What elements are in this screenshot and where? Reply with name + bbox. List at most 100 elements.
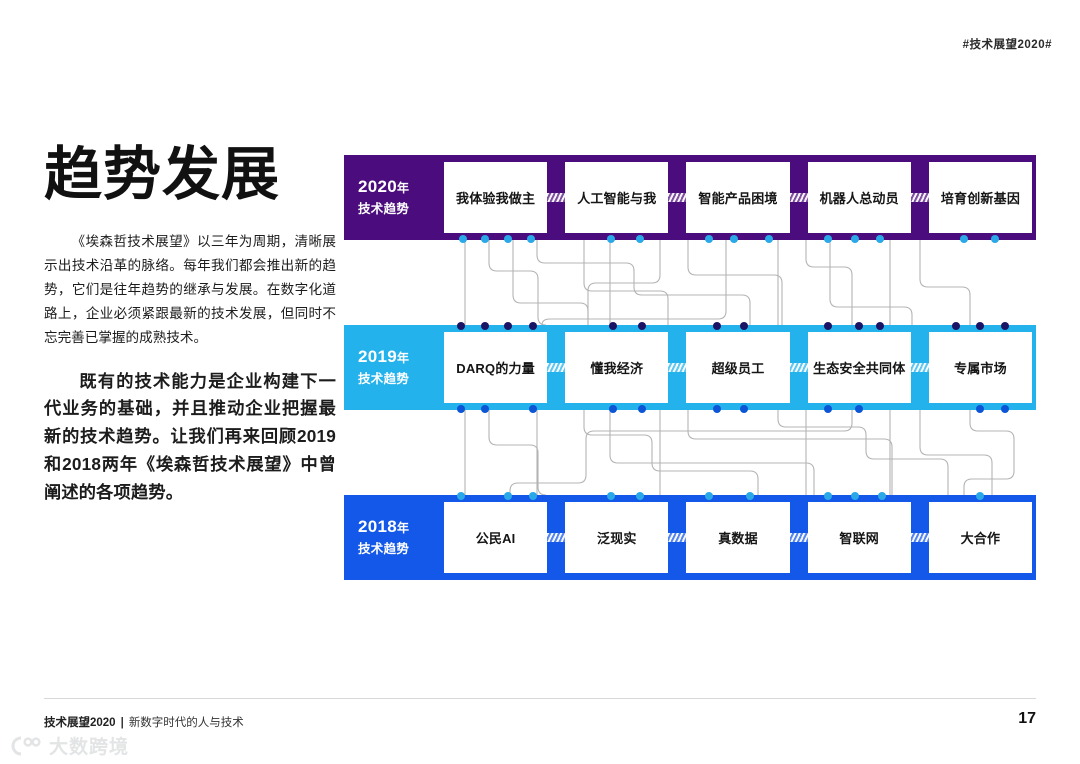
- trend-box[interactable]: 人工智能与我: [565, 162, 669, 233]
- trend-boxes-2018: 公民AI 泛现实 真数据: [444, 492, 1036, 580]
- connector-dot: [606, 235, 615, 243]
- trend-box[interactable]: DARQ的力量: [444, 332, 548, 403]
- box-link-hatch: [547, 533, 566, 542]
- connector-dot: [764, 235, 773, 243]
- trend-box[interactable]: 生态安全共同体: [807, 332, 911, 403]
- trend-cell: 智联网: [807, 492, 911, 580]
- box-link-hatch: [910, 363, 929, 372]
- trend-box[interactable]: 机器人总动员: [807, 162, 911, 233]
- row-year-2020-value: 2020: [358, 176, 398, 196]
- connector-dot: [481, 322, 490, 330]
- connector-dot: [713, 322, 722, 330]
- box-link-hatch: [547, 363, 566, 372]
- box-link-hatch: [668, 363, 687, 372]
- connector-dot: [456, 322, 465, 330]
- connector-dot: [637, 405, 646, 413]
- connector-dot: [705, 235, 714, 243]
- trend-cell: 生态安全共同体: [807, 322, 911, 413]
- page-number: 17: [1018, 710, 1036, 727]
- trend-box[interactable]: 培育创新基因: [928, 162, 1033, 233]
- row-year-2018: 2018年: [358, 517, 444, 537]
- trend-cell: 我体验我做主: [444, 155, 548, 243]
- trend-cell: 懂我经济: [565, 322, 669, 413]
- connector-dot: [526, 235, 535, 243]
- trend-timeline-diagram: 2020年 技术趋势 我体验我做主 人工智能与我: [344, 155, 1036, 580]
- row-subtitle-2020: 技术趋势: [358, 202, 410, 217]
- connector-dot: [976, 492, 985, 500]
- trend-box[interactable]: 公民AI: [444, 502, 548, 573]
- trend-box[interactable]: 大合作: [928, 502, 1033, 573]
- row-year-2018-suffix: 年: [397, 520, 410, 535]
- trend-cell: 真数据: [686, 492, 790, 580]
- connector-dot: [1001, 405, 1010, 413]
- row-year-2019: 2019年: [358, 347, 444, 367]
- connector-dot: [740, 322, 749, 330]
- connector-dot: [705, 492, 714, 500]
- page-title: 趋势发展: [44, 142, 281, 207]
- connector-dot: [875, 322, 884, 330]
- connector-dot: [456, 405, 465, 413]
- footer-subtitle: 新数字时代的人与技术: [128, 717, 244, 729]
- connector-dot: [713, 405, 722, 413]
- connector-dot: [851, 235, 860, 243]
- connector-dot: [458, 235, 467, 243]
- trend-box[interactable]: 泛现实: [565, 502, 669, 573]
- trend-row-2019: 2019年 技术趋势 DARQ的力量 懂我经济: [344, 322, 1036, 413]
- trend-row-2020: 2020年 技术趋势 我体验我做主 人工智能与我: [344, 155, 1036, 243]
- connector-dot: [990, 235, 999, 243]
- trend-box[interactable]: 懂我经济: [565, 332, 669, 403]
- brand-logo-icon: [8, 735, 42, 757]
- connector-dot: [851, 492, 860, 500]
- trend-box[interactable]: 专属市场: [928, 332, 1033, 403]
- trend-box[interactable]: 智联网: [807, 502, 911, 573]
- box-link-hatch: [789, 363, 808, 372]
- connector-dot: [503, 235, 512, 243]
- trend-boxes-2020: 我体验我做主 人工智能与我 智能产品困境: [444, 155, 1036, 243]
- footer-caption: 技术展望2020 | 新数字时代的人与技术: [44, 714, 244, 730]
- footer-title: 技术展望2020: [44, 717, 116, 729]
- connector-dot: [976, 405, 985, 413]
- box-link-hatch: [910, 533, 929, 542]
- connector-dot: [481, 405, 490, 413]
- trend-box[interactable]: 我体验我做主: [444, 162, 548, 233]
- connector-dot: [635, 235, 644, 243]
- connector-dot: [824, 492, 833, 500]
- box-link-hatch: [910, 193, 929, 202]
- trend-cell: 大合作: [928, 492, 1033, 580]
- trend-cell: 超级员工: [686, 322, 790, 413]
- connector-dot: [503, 322, 512, 330]
- connector-dot: [637, 322, 646, 330]
- footer-separator: |: [120, 717, 124, 729]
- trend-box[interactable]: 超级员工: [686, 332, 790, 403]
- connector-dot: [528, 405, 537, 413]
- connector-dot: [875, 235, 884, 243]
- trend-cell: 机器人总动员: [807, 155, 911, 243]
- trend-boxes-2019: DARQ的力量 懂我经济: [444, 322, 1036, 413]
- connector-dot: [608, 322, 617, 330]
- connector-dot: [740, 405, 749, 413]
- trend-cell: 人工智能与我: [565, 155, 669, 243]
- connector-dot: [729, 235, 738, 243]
- row-subtitle-2018: 技术趋势: [358, 542, 410, 557]
- connector-dot: [746, 492, 755, 500]
- row-subtitle-2019: 技术趋势: [358, 372, 410, 387]
- box-link-hatch: [668, 193, 687, 202]
- trend-box[interactable]: 真数据: [686, 502, 790, 573]
- connector-dot: [855, 405, 864, 413]
- trend-box[interactable]: 智能产品困境: [686, 162, 790, 233]
- box-link-hatch: [789, 193, 808, 202]
- row-year-2020: 2020年: [358, 176, 444, 197]
- connector-dot: [824, 405, 833, 413]
- row-year-2019-suffix: 年: [397, 350, 410, 365]
- intro-paragraph-2-text: 既有的技术能力是企业构建下一代业务的基础，并且推动企业把握最新的技术趋势。让我们…: [44, 370, 336, 503]
- header-hashtag: #技术展望2020#: [962, 39, 1052, 51]
- intro-paragraph-1-text: 《埃森哲技术展望》以三年为周期，清晰展示出技术沿革的脉络。每年我们都会推出新的趋…: [44, 234, 336, 345]
- connector-dot: [528, 492, 537, 500]
- connector-dot: [528, 322, 537, 330]
- box-link-hatch: [789, 533, 808, 542]
- trend-cell: DARQ的力量: [444, 322, 548, 413]
- connector-dot: [1001, 322, 1010, 330]
- connector-dot: [959, 235, 968, 243]
- connector-dot: [877, 492, 886, 500]
- connector-dot: [635, 492, 644, 500]
